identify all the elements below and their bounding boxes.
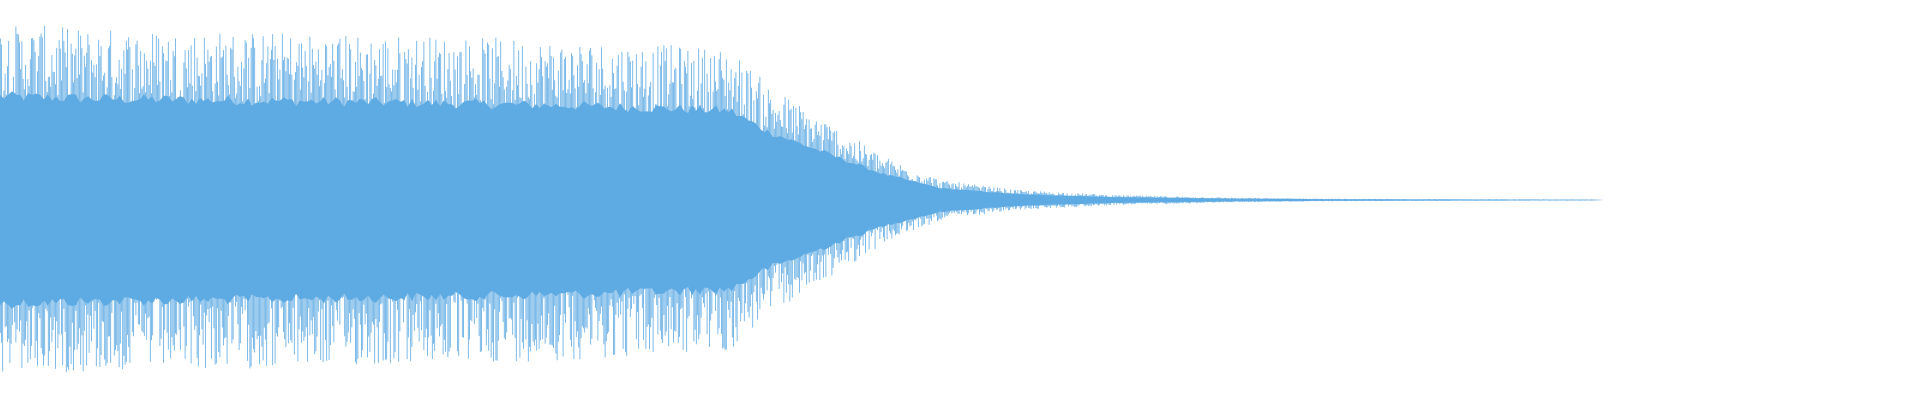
waveform-peaks <box>0 26 1603 373</box>
